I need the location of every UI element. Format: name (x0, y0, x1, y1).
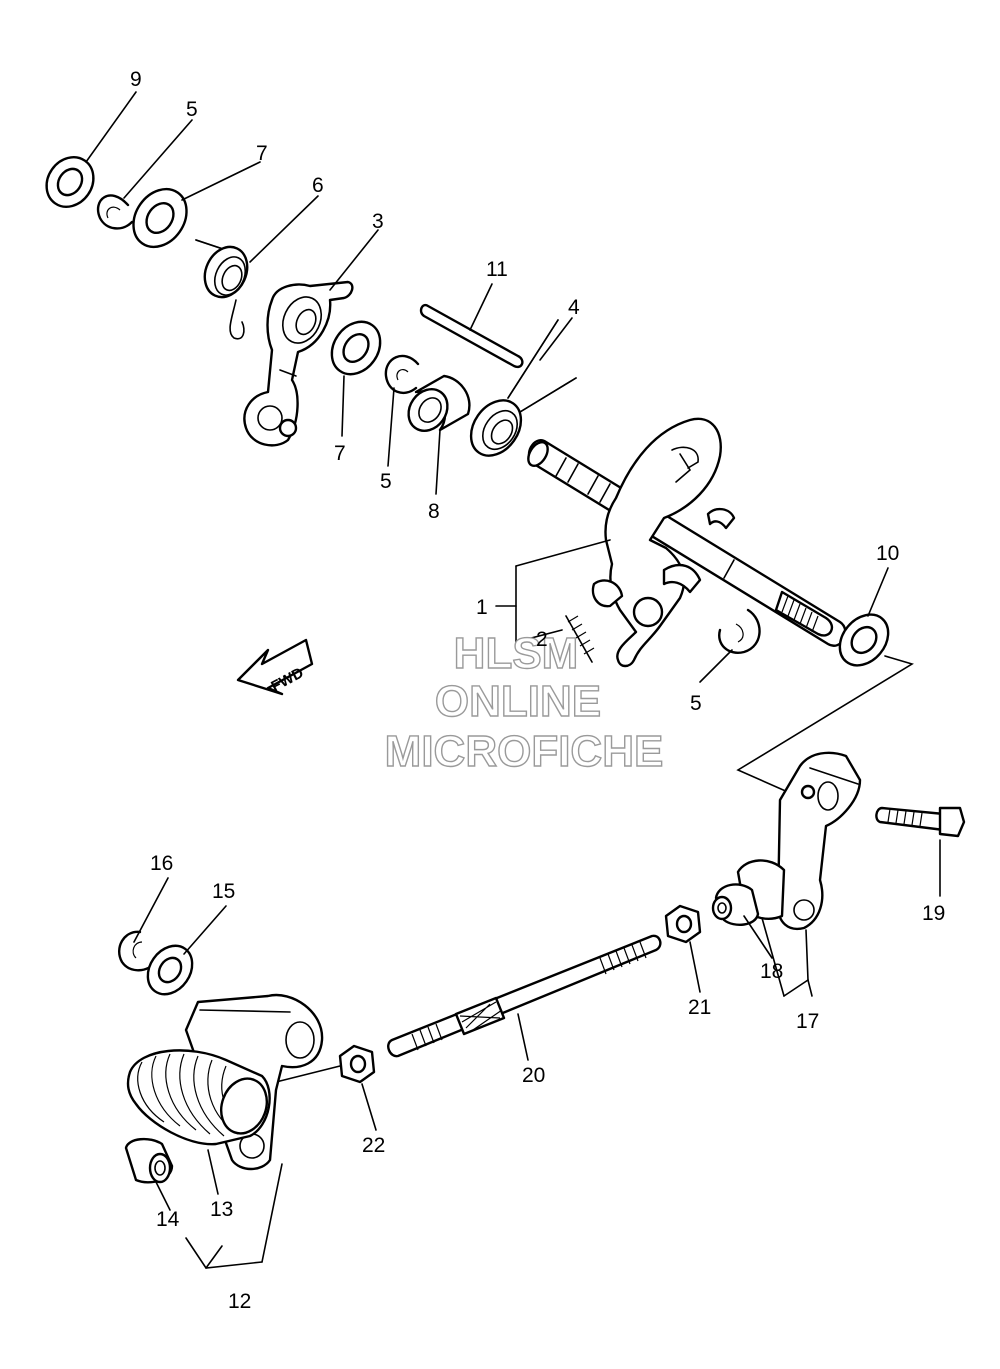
watermark: HLSM ONLINE MICROFICHE (384, 628, 664, 776)
callout-labels: 9 5 7 6 3 11 4 7 5 8 10 1 2 5 16 15 19 1… (130, 68, 945, 1313)
part-12-shift-pedal (126, 993, 324, 1171)
callout-10: 10 (876, 542, 899, 565)
callout-21: 21 (688, 996, 711, 1019)
part-5-circlip-b (384, 354, 420, 395)
part-16-circlip (117, 930, 158, 972)
callout-4: 4 (568, 296, 580, 319)
callout-13: 13 (210, 1198, 233, 1221)
callout-5a: 5 (186, 98, 198, 121)
part-1-shift-shaft (527, 417, 847, 668)
part-20-shift-rod (387, 934, 662, 1058)
leader-1-lower (515, 629, 563, 643)
callout-5b: 5 (380, 470, 392, 493)
part-6-torsion-spring (195, 239, 249, 340)
leader-1-upper (515, 539, 611, 567)
callout-15: 15 (212, 880, 235, 903)
callout-20: 20 (522, 1064, 545, 1087)
callout-1: 1 (476, 596, 488, 619)
part-14-joint (124, 1137, 174, 1184)
assembly-link-line (736, 655, 914, 801)
part-19-bolt (875, 806, 966, 838)
callout-3: 3 (372, 210, 384, 233)
callout-11: 11 (486, 258, 508, 281)
part-5-circlip-c (718, 608, 761, 654)
callout-7a: 7 (256, 142, 268, 165)
callout-7b: 7 (334, 442, 346, 465)
callout-12: 12 (228, 1290, 251, 1313)
callout-6: 6 (312, 174, 324, 197)
part-11-pin (419, 303, 524, 369)
callout-18: 18 (760, 960, 783, 983)
part-7-washer-b (330, 320, 382, 376)
callout-2: 2 (536, 628, 548, 651)
callout-19: 19 (922, 902, 945, 925)
part-10-washer (838, 613, 890, 667)
callout-17: 17 (796, 1010, 819, 1033)
callout-16: 16 (150, 852, 173, 875)
part-18-joint (711, 883, 760, 926)
watermark-line-1: HLSM (454, 629, 579, 678)
part-22-nut (338, 1044, 376, 1084)
callout-9: 9 (130, 68, 142, 91)
part-15-washer (146, 944, 194, 996)
callout-8: 8 (428, 500, 440, 523)
part-5-circlip-a (97, 194, 134, 230)
part-8-collar (407, 374, 471, 432)
watermark-line-3: MICROFICHE (385, 727, 664, 776)
part-9-washer (45, 156, 95, 208)
part-21-nut (664, 904, 702, 944)
callout-5c: 5 (690, 692, 702, 715)
callout-22: 22 (362, 1134, 385, 1157)
part-7-washer-a (132, 187, 188, 249)
leader-22-link (275, 1065, 341, 1083)
arrow-left-icon: FWD (236, 638, 314, 695)
watermark-line-2: ONLINE (435, 677, 601, 726)
part-4-torsion-spring (469, 319, 577, 457)
part-3-shift-lever (243, 280, 354, 447)
leader-lines (85, 91, 941, 1269)
callout-14: 14 (156, 1208, 180, 1231)
